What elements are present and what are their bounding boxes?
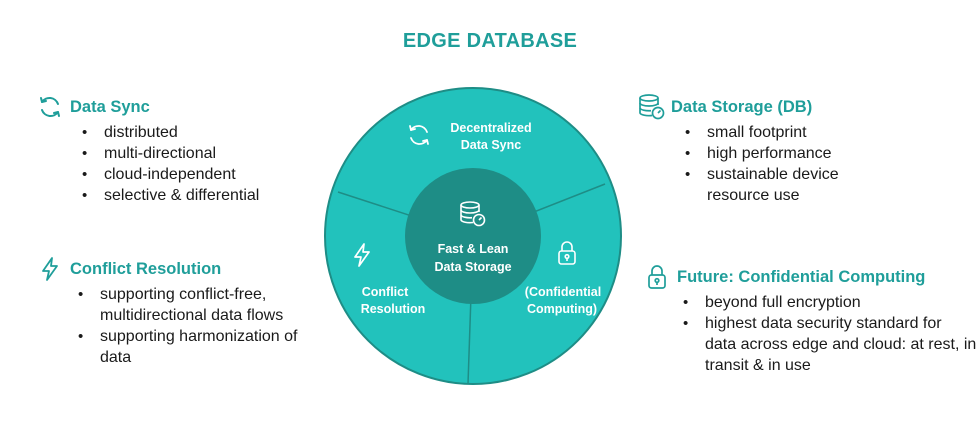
data-storage-heading: Data Storage (DB): [637, 94, 967, 120]
segment-right-line2: Computing): [527, 302, 597, 316]
list-item: multi-directional: [76, 143, 336, 164]
confidential-computing-title: Future: Confidential Computing: [677, 267, 926, 286]
data-sync-heading: Data Sync: [36, 94, 336, 120]
data-sync-title: Data Sync: [70, 97, 150, 116]
data-storage-title: Data Storage (DB): [671, 97, 813, 116]
lightning-icon: [354, 243, 370, 267]
data-storage-block: Data Storage (DB) small footprint high p…: [637, 94, 967, 206]
confidential-computing-block: Future: Confidential Computing beyond fu…: [643, 264, 976, 376]
database-gauge-icon: [460, 201, 486, 227]
data-storage-list: small footprint high performance sustain…: [679, 122, 967, 206]
lightning-icon: [36, 256, 64, 282]
padlock-icon: [643, 264, 671, 290]
conflict-resolution-title: Conflict Resolution: [70, 259, 222, 278]
list-item: distributed: [76, 122, 336, 143]
sync-arrows-icon: [409, 125, 429, 145]
list-item: highest data security standard for data …: [677, 313, 977, 376]
list-item: small footprint: [679, 122, 967, 143]
sync-arrows-icon: [36, 94, 64, 120]
list-item: sustainable device resource use: [679, 164, 877, 206]
segment-top-line2: Data Sync: [461, 138, 521, 152]
conflict-resolution-heading: Conflict Resolution: [36, 256, 336, 282]
database-gauge-icon: [637, 94, 665, 120]
confidential-computing-heading: Future: Confidential Computing: [643, 264, 973, 290]
data-sync-block: Data Sync distributed multi-directional …: [36, 94, 336, 206]
list-item: cloud-independent: [76, 164, 336, 185]
segment-top-line1: Decentralized: [450, 121, 531, 135]
page-title: EDGE DATABASE: [402, 30, 578, 52]
list-item: supporting conflict-free, multidirection…: [72, 284, 315, 326]
center-line2: Data Storage: [434, 260, 511, 274]
segment-right-line1: (Confidential: [525, 285, 601, 299]
conflict-resolution-block: Conflict Resolution supporting conflict-…: [36, 256, 336, 368]
segment-left-line2: Resolution: [361, 302, 426, 316]
list-item: beyond full encryption: [677, 292, 973, 313]
conflict-resolution-list: supporting conflict-free, multidirection…: [72, 284, 336, 368]
center-circle: [405, 168, 541, 304]
center-line1: Fast & Lean: [438, 242, 509, 256]
padlock-icon: [558, 241, 576, 265]
confidential-computing-list: beyond full encryption highest data secu…: [677, 292, 976, 376]
list-item: supporting harmonization of data: [72, 326, 315, 368]
segment-left-line1: Conflict: [362, 285, 409, 299]
list-item: selective & differential: [76, 185, 336, 206]
data-sync-list: distributed multi-directional cloud-inde…: [76, 122, 336, 206]
list-item: high performance: [679, 143, 967, 164]
